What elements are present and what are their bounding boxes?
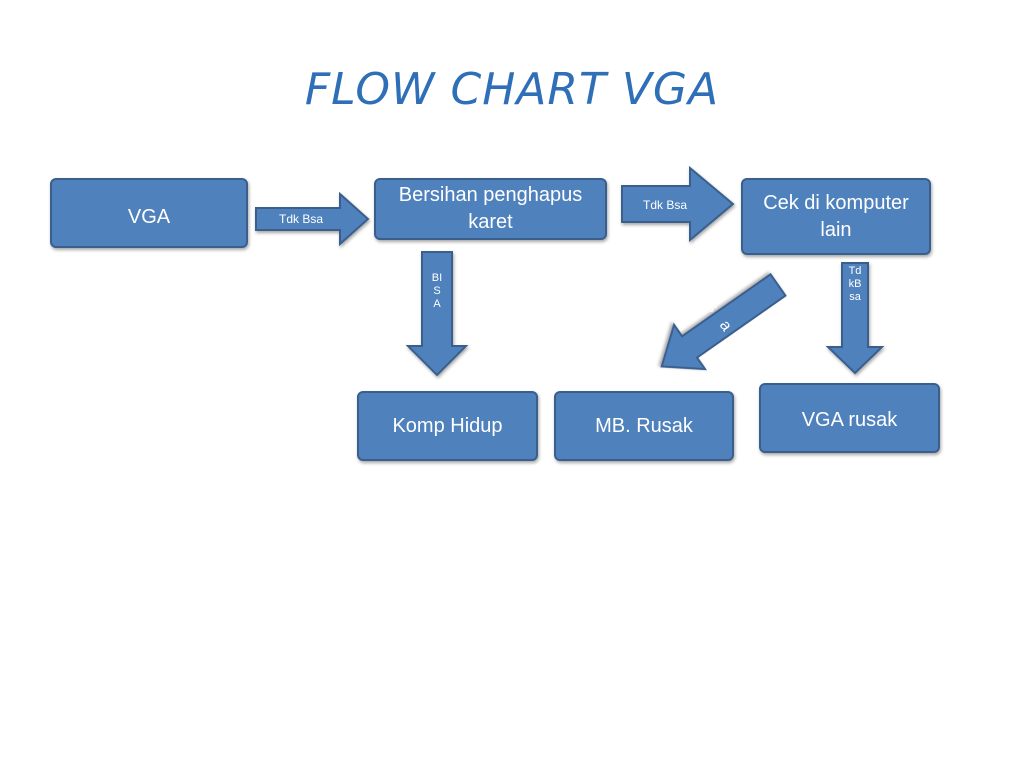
edge-label-cek-to-vga-rusak: TdkBsa	[848, 265, 862, 303]
node-cek: Cek di komputer lain	[741, 178, 931, 255]
edge-label-vga-to-bersihan: Tdk Bsa	[278, 212, 323, 226]
node-bersihan: Bersihan penghapus karet	[374, 178, 607, 240]
node-cek-label: Cek di komputer lain	[763, 191, 909, 241]
edge-label-bersihan-to-komp: BISA	[431, 272, 443, 310]
arrow-bersihan-to-cek	[621, 165, 735, 243]
edge-label-bersihan-to-cek: Tdk Bsa	[642, 198, 687, 212]
arrow-cek-to-vga-rusak	[825, 262, 885, 375]
node-komp-hidup-label: Komp Hidup	[392, 414, 503, 437]
node-komp-hidup: Komp Hidup	[357, 391, 538, 461]
arrow-vga-to-bersihan	[255, 191, 370, 247]
node-vga-rusak-label: VGA rusak	[801, 409, 898, 431]
page-title: FLOW CHART VGA	[304, 64, 720, 115]
node-bersihan-label: Bersihan penghapus karet	[398, 184, 583, 233]
node-vga: VGA	[50, 178, 248, 248]
arrow-cek-to-mb	[660, 272, 787, 371]
node-vga-rusak: VGA rusak	[759, 383, 940, 453]
node-mb-rusak: MB. Rusak	[554, 391, 734, 461]
node-mb-rusak-label: MB. Rusak	[595, 414, 693, 437]
arrow-bersihan-to-komp	[405, 251, 469, 377]
node-vga-label: VGA	[127, 206, 171, 228]
